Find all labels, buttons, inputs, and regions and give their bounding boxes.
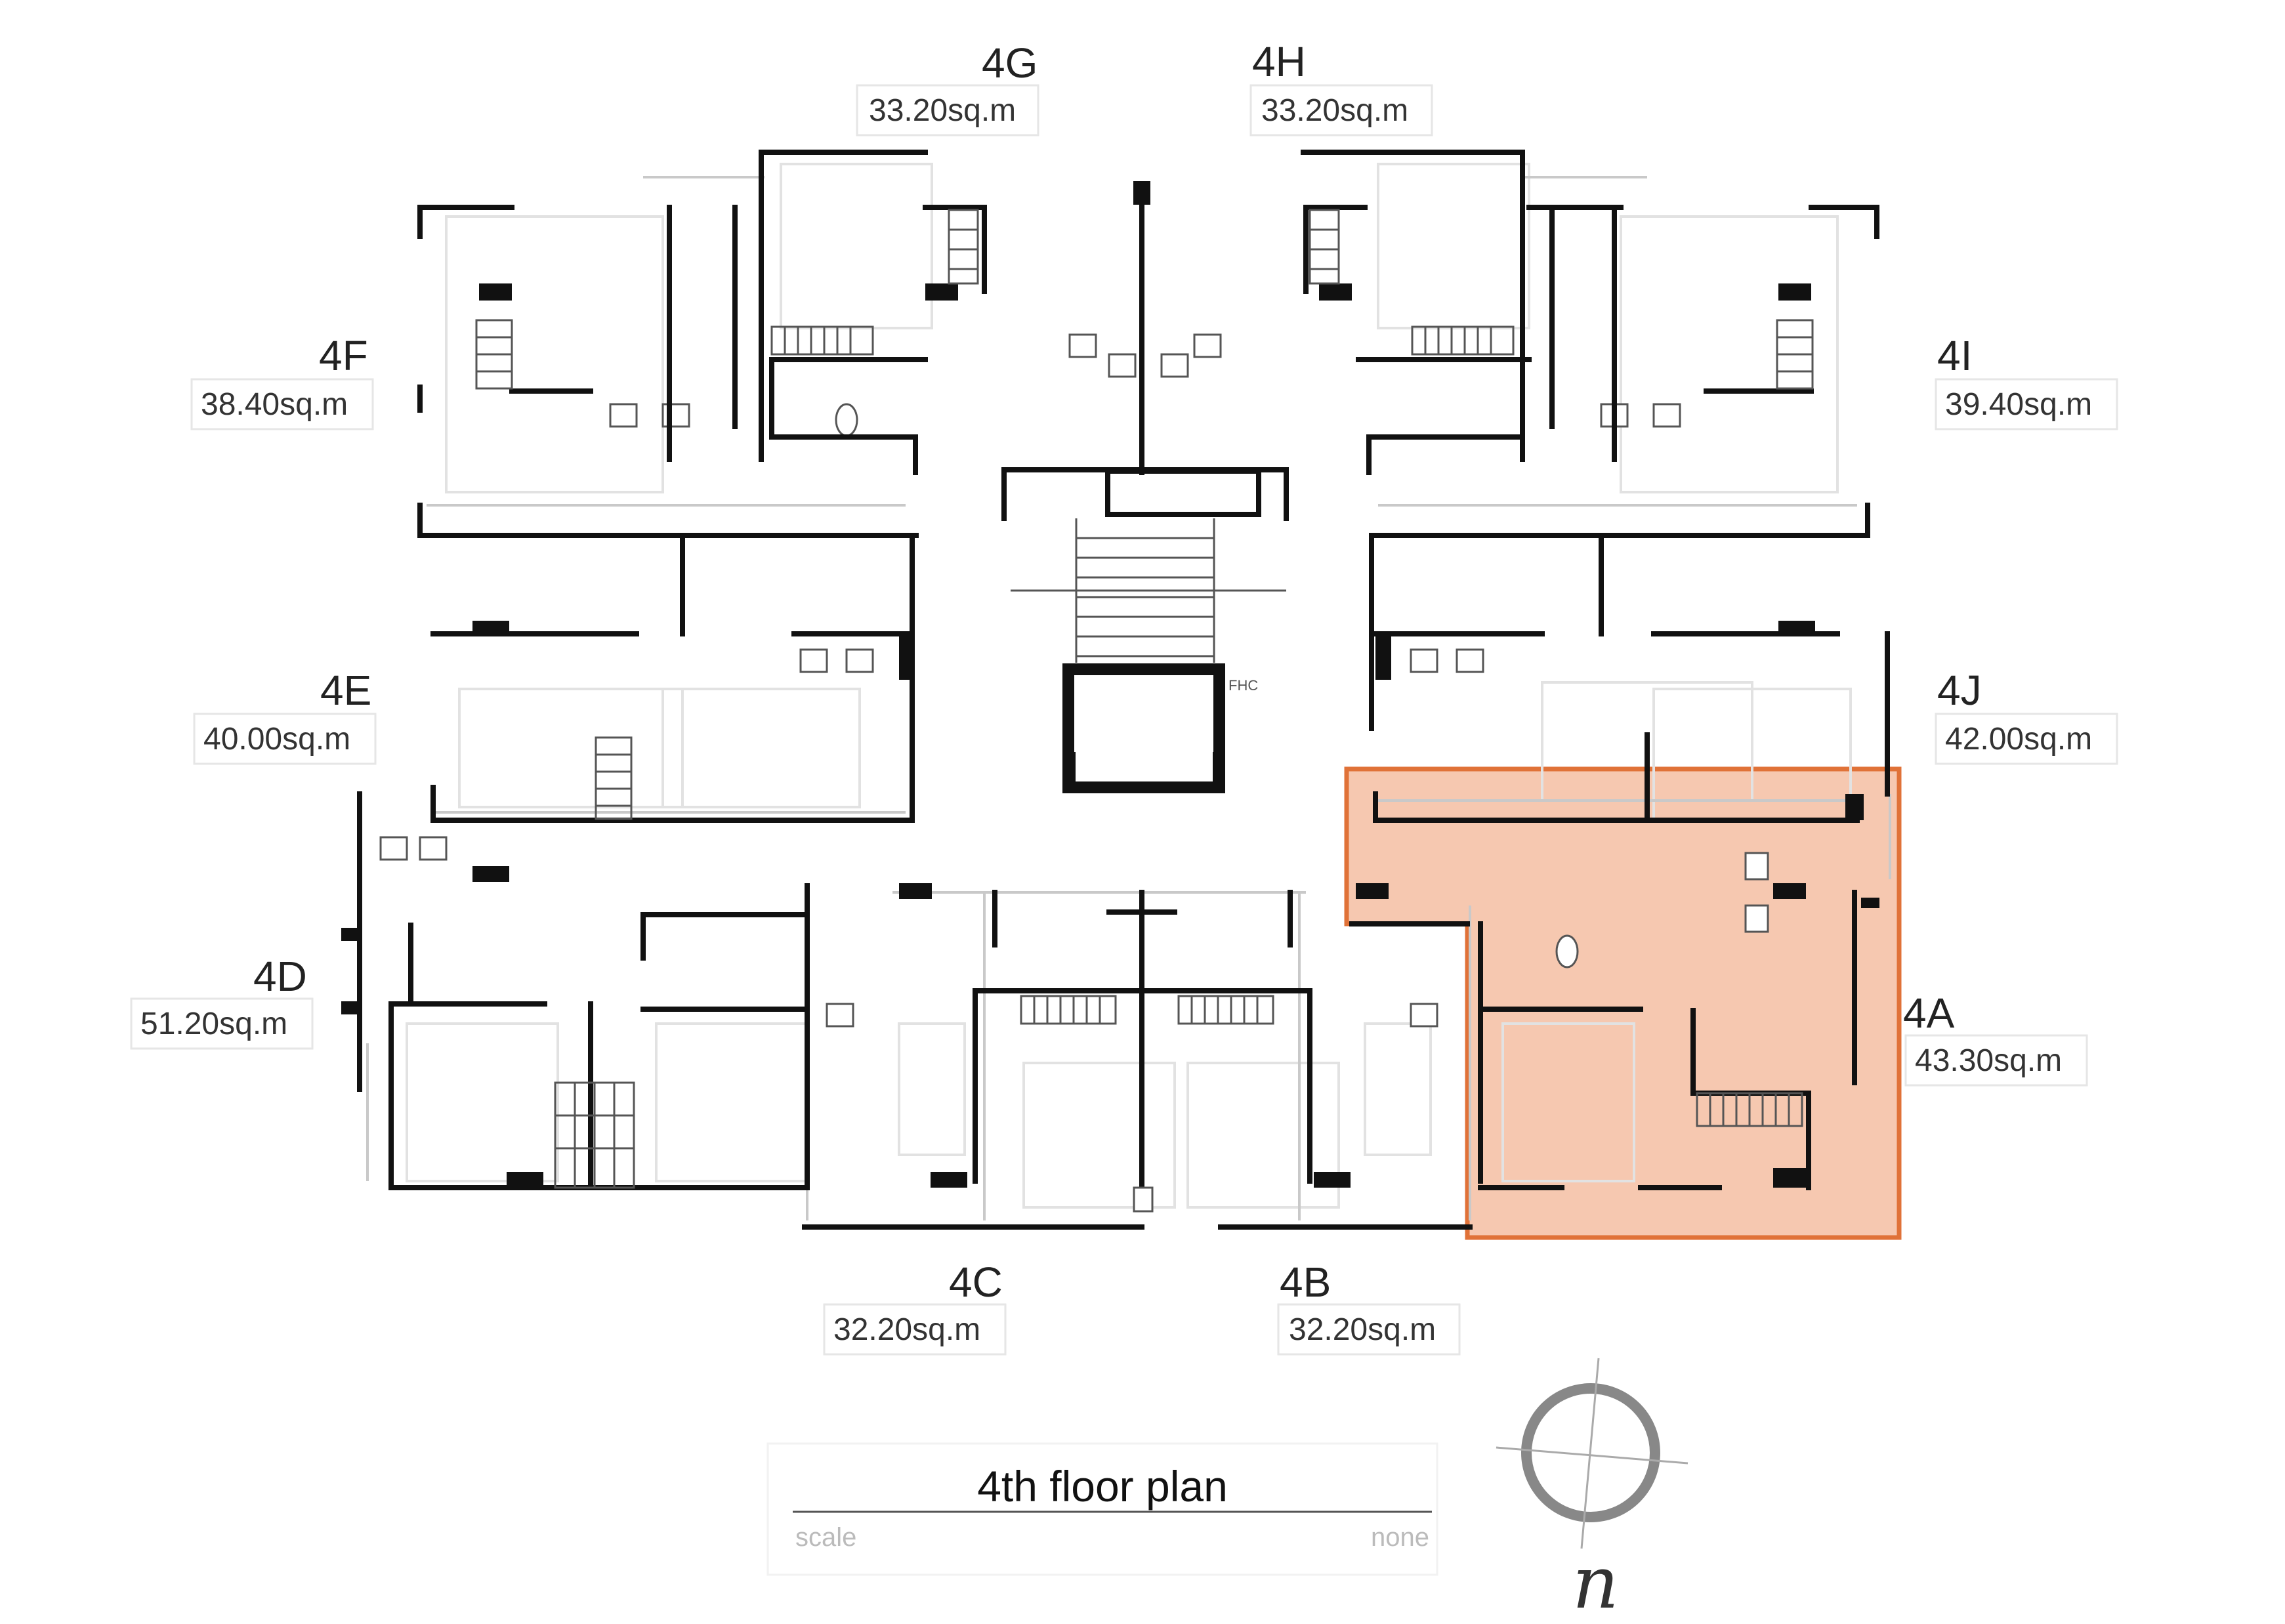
core-label: FHC	[1228, 677, 1258, 694]
area-value: 51.20sq.m	[140, 1007, 287, 1041]
north-arrow: n	[1496, 1358, 1688, 1624]
area-box	[1904, 1034, 2088, 1087]
unit-4i-label: 4I 39.40sq.m	[1935, 332, 2118, 430]
unit-name: 4C	[949, 1259, 1003, 1306]
area-box	[1277, 1303, 1461, 1356]
hatching	[475, 209, 1814, 1189]
title-block: 4th floor plan scale none	[766, 1442, 1438, 1576]
area-value: 38.40sq.m	[201, 387, 348, 422]
area-value: 33.20sq.m	[1261, 93, 1408, 128]
area-value: 32.20sq.m	[1289, 1312, 1436, 1347]
walls	[341, 150, 1890, 1230]
unit-name: 4E	[320, 667, 371, 714]
unit-name: 4G	[982, 39, 1038, 87]
area-box	[1935, 378, 2118, 430]
unit-name: 4H	[1252, 38, 1306, 85]
unit-4a-highlight	[1344, 766, 1902, 1240]
plan-title: 4th floor plan	[977, 1462, 1228, 1510]
unit-4j-label: 4J 42.00sq.m	[1935, 667, 2118, 765]
unit-name: 4A	[1903, 989, 1955, 1037]
area-box	[1935, 713, 2118, 765]
north-label: n	[1572, 1541, 1619, 1624]
area-value: 33.20sq.m	[869, 93, 1016, 128]
area-value: 39.40sq.m	[1945, 387, 2092, 422]
unit-4a-label: 4A 43.30sq.m	[1903, 989, 2088, 1087]
unit-name: 4J	[1937, 667, 1982, 714]
area-box	[1249, 84, 1433, 136]
unit-name: 4I	[1937, 332, 1972, 379]
unit-4g-label: 4G 33.20sq.m	[856, 39, 1039, 136]
compass-icon	[1521, 1383, 1660, 1522]
area-value: 32.20sq.m	[833, 1312, 980, 1347]
area-box	[193, 713, 377, 765]
area-value: 40.00sq.m	[203, 722, 350, 757]
unit-4f-label: 4F 38.40sq.m	[190, 332, 374, 430]
area-box	[823, 1303, 1007, 1356]
unit-4c-label: 4C 32.20sq.m	[823, 1259, 1007, 1356]
area-box	[856, 84, 1039, 136]
area-box	[190, 378, 374, 430]
unit-4b-label: 4B 32.20sq.m	[1277, 1259, 1461, 1356]
interior-lines	[366, 163, 1891, 1220]
unit-4e-label: 4E 40.00sq.m	[193, 667, 377, 765]
unit-name: 4F	[319, 332, 368, 379]
area-value: 42.00sq.m	[1945, 722, 2092, 757]
unit-4h-label: 4H 33.20sq.m	[1249, 38, 1433, 136]
unit-name: 4B	[1280, 1259, 1331, 1306]
area-value: 43.30sq.m	[1915, 1043, 2062, 1078]
unit-name: 4D	[253, 953, 307, 1000]
scale-label: scale	[795, 1523, 856, 1552]
scale-value: none	[1371, 1523, 1429, 1552]
area-box	[130, 997, 314, 1050]
unit-4d-label: 4D 51.20sq.m	[130, 953, 314, 1050]
